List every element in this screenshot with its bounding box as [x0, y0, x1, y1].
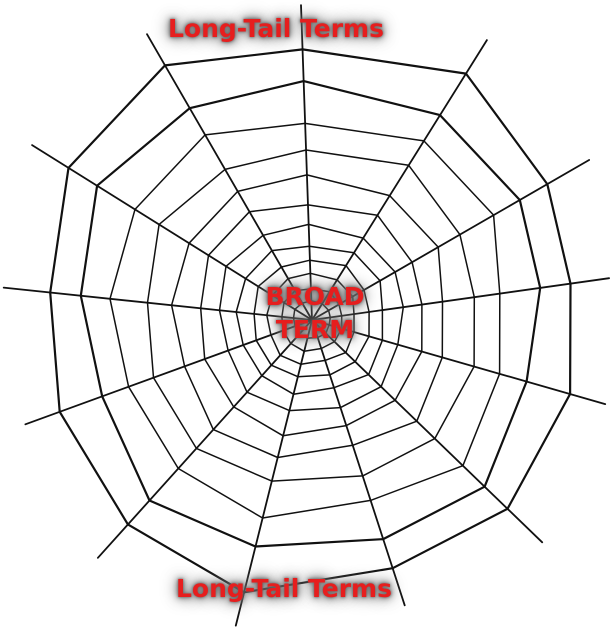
broad-term-line-1: BROAD: [245, 280, 385, 313]
broad-term-label: BROAD TERM: [245, 280, 385, 346]
top-long-tail-label: Long-Tail Terms: [168, 14, 384, 43]
bottom-long-tail-label: Long-Tail Terms: [176, 574, 392, 603]
web-radial-thread: [147, 34, 312, 320]
broad-term-line-2: TERM: [245, 313, 385, 346]
